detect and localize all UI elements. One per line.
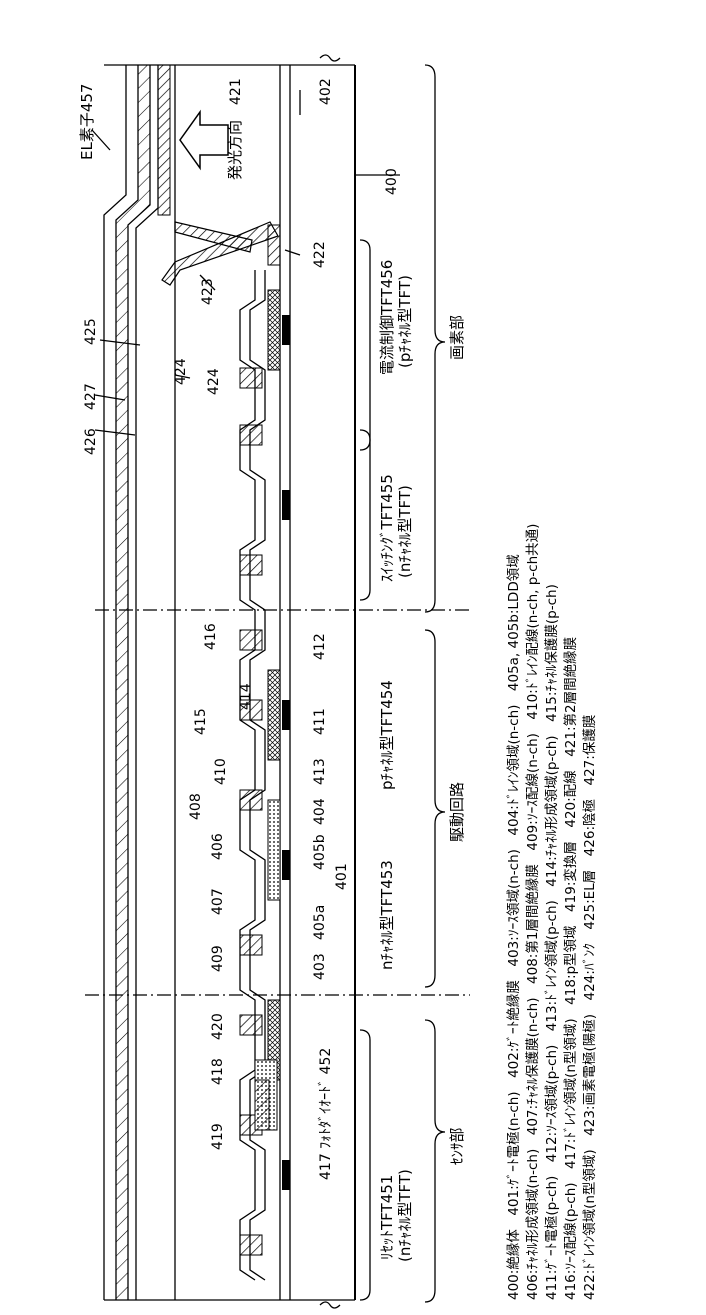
section-brackets (360, 65, 445, 1302)
bank-and-pixel-electrode (162, 222, 280, 285)
label-402: 402 (318, 78, 334, 105)
label-emission: 発光方向 (226, 120, 244, 180)
legend-line-1: 400:絶縁体 401:ｹﾞｰﾄ電極(n-ch) 402:ｹﾞｰﾄ絶縁膜 403… (505, 554, 522, 1300)
label-414: 414 (238, 683, 254, 710)
tft-structures (240, 270, 290, 1280)
label-420: 420 (210, 1013, 226, 1040)
label-424b: 424 (173, 358, 189, 385)
section-sensor: ｾﾝｻ部 (448, 1127, 466, 1165)
label-418: 418 (210, 1058, 226, 1085)
legend-line-3: 411:ｹﾞｰﾄ電極(p-ch) 412:ｿｰｽ領域(p-ch) 413:ﾄﾞﾚ… (543, 584, 560, 1300)
label-405b: 405b (312, 834, 328, 870)
label-413: 413 (312, 758, 328, 785)
label-416: 416 (203, 623, 219, 650)
label-422: 422 (312, 241, 328, 268)
label-419: 419 (210, 1123, 226, 1150)
emission-arrow (180, 112, 228, 168)
legend-line-5: 422:ﾄﾞﾚｲﾝ領域(n型領域) 423:画素電極(陽極) 424:ﾊﾞﾝｸ … (581, 715, 598, 1300)
label-406: 406 (210, 833, 226, 860)
label-407: 407 (210, 888, 226, 915)
label-409: 409 (210, 945, 226, 972)
tft-names: 電流制御TFT456 (pﾁｬﾈﾙ型TFT) ｽｲｯﾁﾝｸﾞTFT455 (nﾁ… (378, 260, 414, 1262)
label-427: 427 (83, 383, 99, 410)
tft456-name: 電流制御TFT456 (378, 260, 396, 375)
label-423: 423 (200, 278, 216, 305)
tft455-name: ｽｲｯﾁﾝｸﾞTFT455 (378, 474, 396, 582)
label-400: 400 (384, 168, 400, 195)
label-425: 425 (83, 318, 99, 345)
tft451-type: (nﾁｬﾈﾙ型TFT) (396, 1169, 414, 1262)
label-el-element: EL素子457 (78, 84, 96, 160)
label-photodiode: 417 ﾌｫﾄﾀﾞｲｵｰﾄﾞ 452 (318, 1048, 334, 1180)
tft454-name: pﾁｬﾈﾙ型TFT454 (378, 680, 396, 790)
label-410: 410 (213, 758, 229, 785)
tft451-name: ﾘｾｯﾄTFT451 (378, 1175, 396, 1260)
label-403: 403 (312, 953, 328, 980)
label-412: 412 (312, 633, 328, 660)
tft455-type: (nﾁｬﾈﾙ型TFT) (396, 485, 414, 578)
label-408: 408 (188, 793, 204, 820)
label-405a: 405a (312, 905, 328, 940)
tft456-type: (pﾁｬﾈﾙ型TFT) (396, 275, 414, 368)
section-names: 画素部 駆動回路 ｾﾝｻ部 (448, 315, 466, 1165)
section-pixel: 画素部 (448, 315, 466, 360)
label-404: 404 (312, 798, 328, 825)
tft453-name: nﾁｬﾈﾙ型TFT453 (378, 860, 396, 970)
legend-line-2: 406:ﾁｬﾈﾙ形成領域(n-ch) 407:ﾁｬﾈﾙ保護膜(n-ch) 408… (524, 524, 541, 1300)
label-415: 415 (193, 708, 209, 735)
label-401: 401 (334, 863, 350, 890)
legend-line-4: 416:ｿｰｽ配線(p-ch) 417:ﾄﾞﾚｲﾝ領域(n型領域) 418:p型… (562, 637, 579, 1300)
legend: 400:絶縁体 401:ｹﾞｰﾄ電極(n-ch) 402:ｹﾞｰﾄ絶縁膜 403… (505, 524, 598, 1300)
section-driver: 駆動回路 (448, 782, 466, 842)
label-411: 411 (312, 708, 328, 735)
label-424: 424 (206, 368, 222, 395)
label-426: 426 (83, 428, 99, 455)
label-421: 421 (228, 78, 244, 105)
